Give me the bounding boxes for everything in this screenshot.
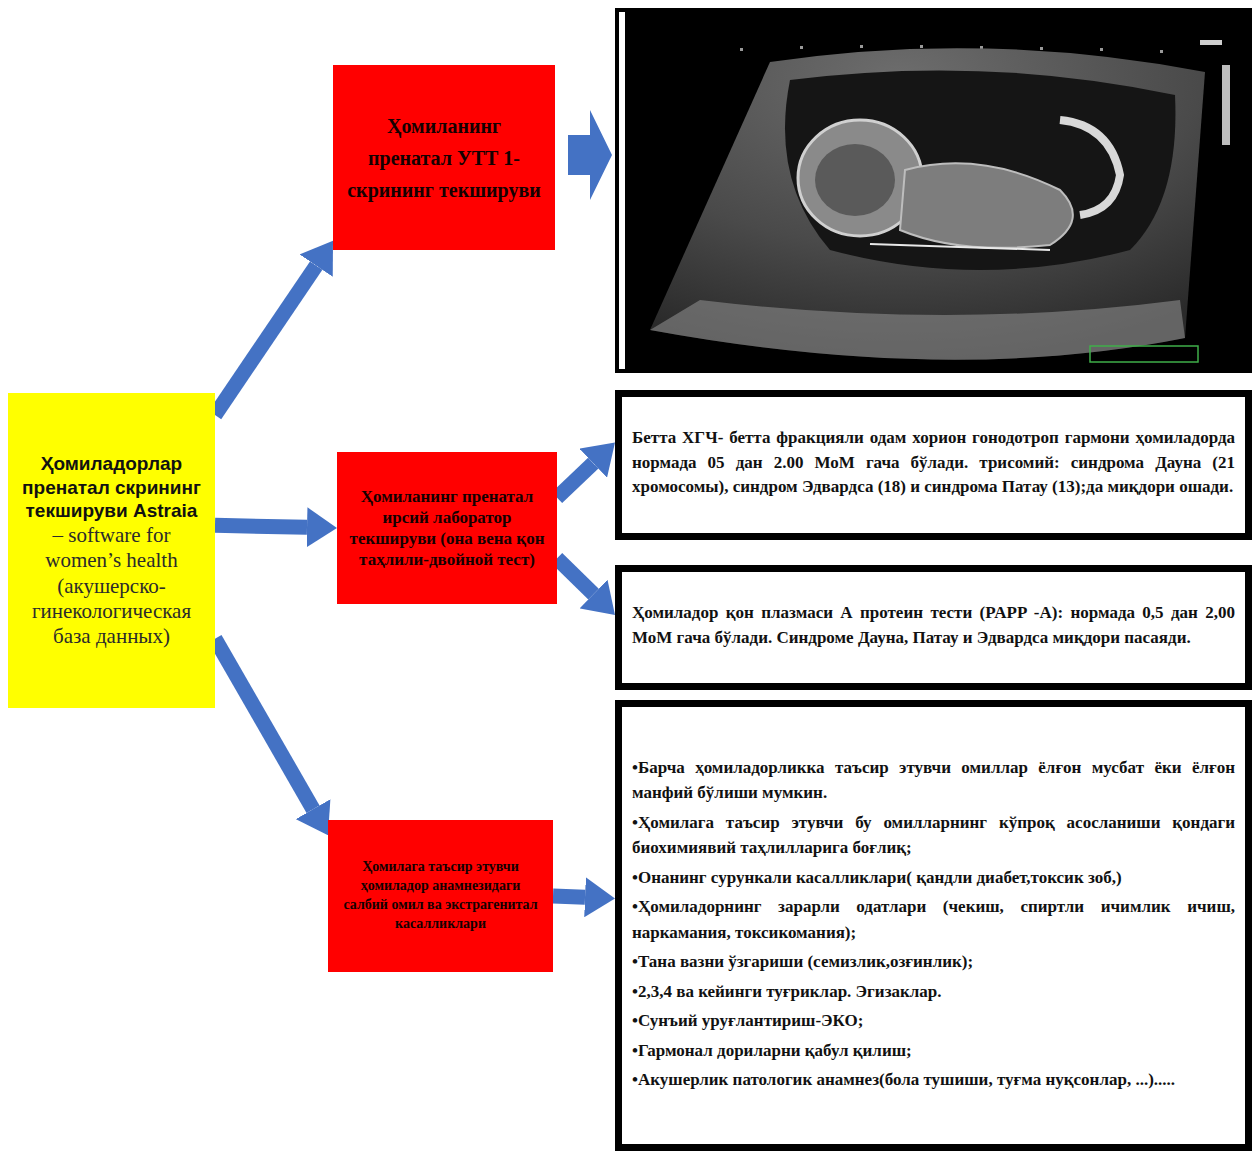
node-text: •Онанинг сурункали касалликлари( қандли … [632, 865, 1235, 891]
laboratory-step-box: Ҳомиланинг пренатал ирсий лаборатор текш… [337, 452, 557, 604]
node-text: Ҳомилага таъсир этувчи ҳомиладор анамнез… [338, 858, 543, 934]
flow-arrow [553, 896, 585, 897]
scan-sector [650, 48, 1205, 359]
node-text: •2,3,4 ва кейинги туғриклар. Эгизаклар. [632, 979, 1235, 1005]
node-text: •Гармонал дориларни қабул қилиш; [632, 1038, 1235, 1064]
node-text: Ҳомиладор қон плазмаси А протеин тести (… [632, 601, 1235, 650]
node-text: – software for women’s health (акушерско… [16, 523, 207, 649]
node-text: •Барча ҳомиладорликка таъсир этувчи омил… [632, 755, 1235, 806]
block-arrow [568, 110, 612, 200]
scale-mark [1200, 40, 1222, 45]
fetal-body [900, 163, 1073, 248]
flow-arrow [557, 558, 594, 594]
placenta-edge [1060, 120, 1120, 215]
node-text: Ҳомиладорлар пренатал скрининг текшируви… [16, 452, 207, 523]
risk-list-box: •Барча ҳомиладорликка таъсир этувчи омил… [615, 700, 1252, 1151]
uterine-wall [650, 300, 1185, 360]
node-text: •Тана вазни ўзгариши (семизлик,озғинлик)… [632, 949, 1235, 975]
risk-factor-box: Ҳомилага таъсир этувчи ҳомиладор анамнез… [328, 820, 553, 972]
node-text: •Акушерлик патологик анамнез(бола тушиши… [632, 1067, 1235, 1093]
status-box [1090, 346, 1198, 362]
flow-arrow [557, 463, 593, 497]
node-text: Ҳомиланинг пренатал ирсий лаборатор текш… [347, 486, 547, 571]
amniotic-space [785, 70, 1175, 270]
node-text: •Ҳомилага таъсир этувчи бу омилларнинг к… [632, 810, 1235, 861]
node-text: •Сунъий уруғлантириш-ЭКО; [632, 1008, 1235, 1034]
gray-bar [1222, 65, 1230, 145]
hcg-note-box: Бетта ХГЧ- бетта фракцияли одам хорион г… [615, 390, 1252, 540]
node-text: Ҳомиланинг пренатал УТТ 1-скрининг текши… [343, 110, 545, 206]
flow-arrow [215, 639, 313, 809]
fetal-brain [815, 144, 895, 216]
pappa-note-box: Ҳомиладор қон плазмаси А протеин тести (… [615, 565, 1252, 690]
flow-arrow [215, 266, 316, 415]
ultrasound-frame [615, 8, 1252, 373]
flow-arrow [215, 525, 307, 527]
node-text: Бетта ХГЧ- бетта фракцияли одам хорион г… [632, 426, 1235, 500]
node-text: •Ҳомиладорнинг зарарли одатлари (чекиш, … [632, 894, 1235, 945]
frame-edge [619, 12, 625, 369]
ultrasound-step-box: Ҳомиланинг пренатал УТТ 1-скрининг текши… [333, 65, 555, 250]
database-box: Ҳомиладорлар пренатал скрининг текшируви… [8, 393, 215, 708]
crl-caliper [870, 244, 1050, 250]
